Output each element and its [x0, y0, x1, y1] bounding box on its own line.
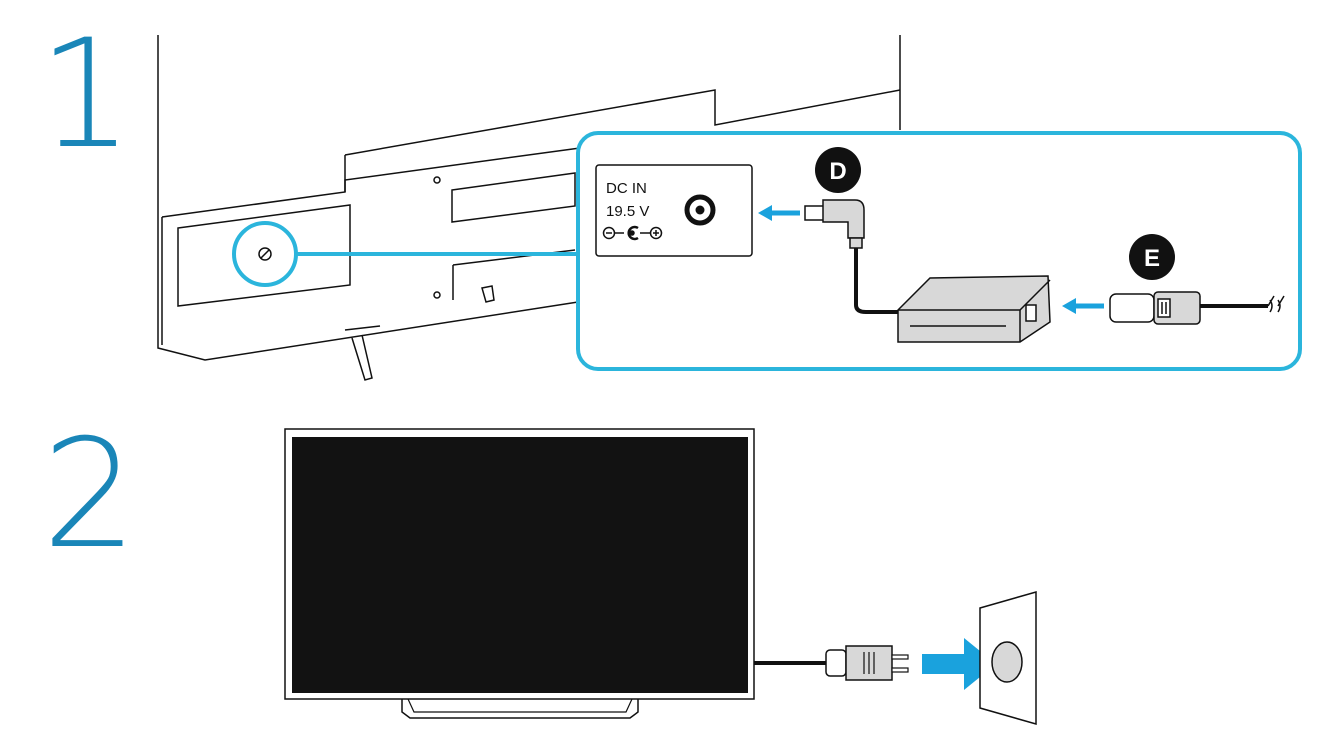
tv-screen: [292, 437, 748, 693]
outlet-socket: [991, 641, 1023, 683]
step-number-2: 2: [42, 408, 138, 582]
adapter-dc-plug: [804, 199, 905, 314]
svg-text:E: E: [1144, 245, 1160, 272]
port-label-line2: 19.5 V: [606, 203, 649, 220]
power-cord-plug: [1109, 291, 1285, 325]
polarity-symbol: [602, 225, 663, 241]
dc-in-port-panel: DC IN 19.5 V: [595, 164, 753, 257]
port-label-line1: DC IN: [606, 180, 647, 197]
arrow-into-jack: [758, 205, 800, 221]
step-number-1: 1: [38, 8, 134, 182]
ac-adapter-brick: [897, 275, 1051, 343]
tv-rear-view: [157, 35, 901, 381]
tv-front-view: [284, 428, 755, 719]
wall-outlet: [979, 591, 1037, 725]
arrow-into-adapter: [1062, 298, 1104, 314]
tv-power-cord: [754, 645, 909, 681]
dc-jack-icon: [684, 194, 716, 226]
dc-jack-highlight: [232, 221, 578, 287]
callout-e-badge: E: [1129, 234, 1175, 280]
callout-d-badge: D: [815, 147, 861, 193]
svg-text:D: D: [829, 158, 846, 185]
